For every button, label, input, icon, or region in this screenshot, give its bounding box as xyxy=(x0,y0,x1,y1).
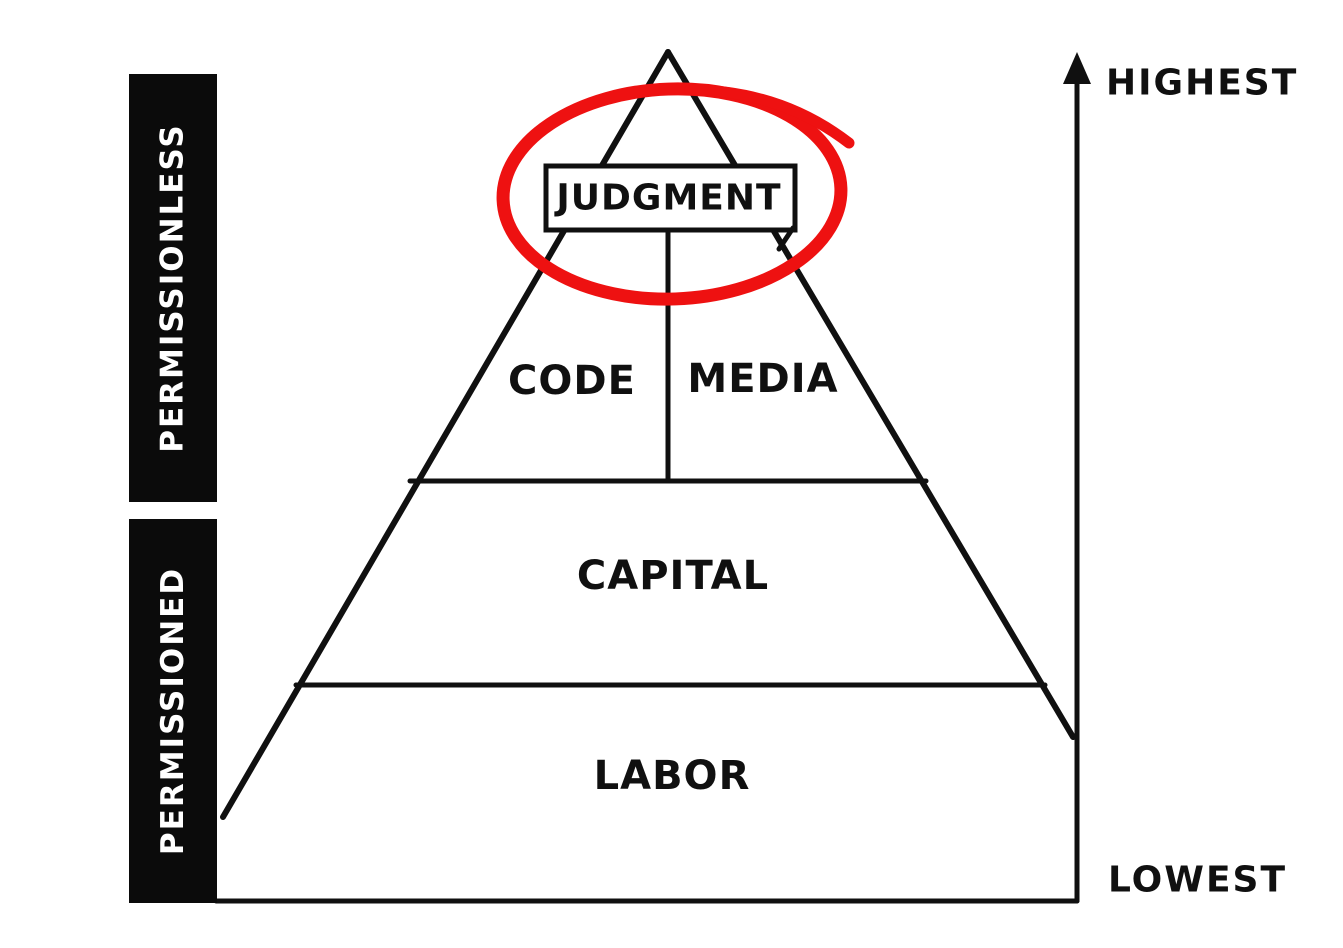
judgment-label: JUDGMENT xyxy=(556,177,782,219)
capital-label: CAPITAL xyxy=(576,553,770,599)
permissionless-bar: PERMISSIONLESS xyxy=(129,74,217,502)
permissioned-label: PERMISSIONED xyxy=(155,566,191,856)
pyramid-left-edge xyxy=(220,49,671,820)
permissionless-label: PERMISSIONLESS xyxy=(155,123,191,453)
highest-label: HIGHEST xyxy=(1106,62,1299,104)
permissioned-bar: PERMISSIONED xyxy=(129,519,217,903)
media-label: MEDIA xyxy=(687,356,839,402)
lowest-label: LOWEST xyxy=(1108,859,1288,901)
judgment-box-pen-tail xyxy=(776,225,796,252)
highlight-overlap-stroke xyxy=(684,84,855,149)
labor-label: LABOR xyxy=(593,753,751,799)
code-label: CODE xyxy=(508,358,636,404)
leverage-axis-arrowhead xyxy=(1063,52,1091,84)
